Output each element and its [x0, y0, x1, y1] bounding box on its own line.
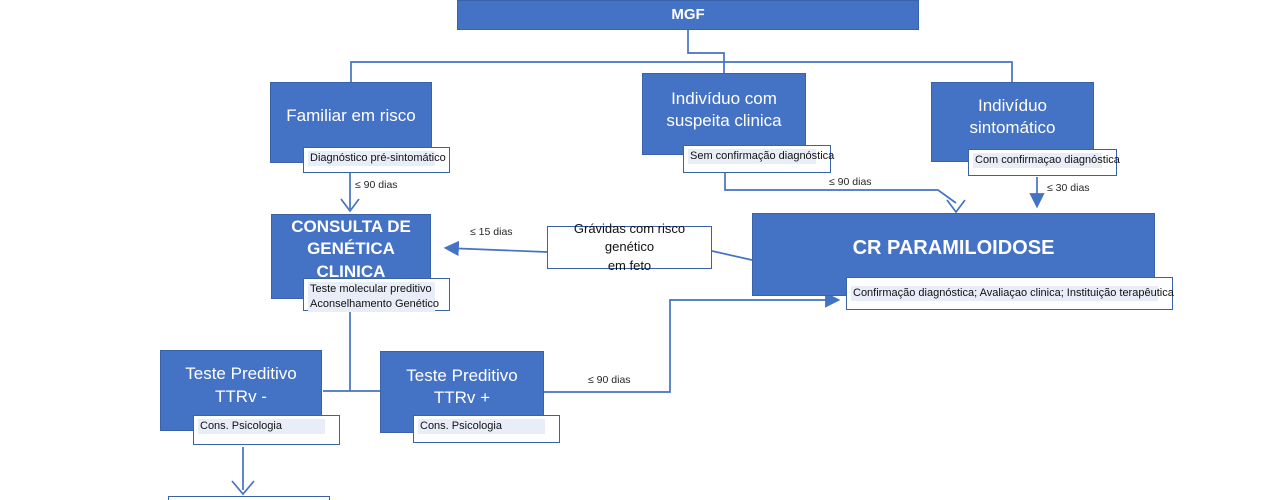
- edge-mgf-stem: [687, 30, 725, 73]
- note-suspeita-text: Sem confirmação diagnóstica: [688, 149, 835, 164]
- note-teste-molecular-aconselhamento: Teste molecular preditivo Aconselhamento…: [303, 278, 450, 312]
- node-consulta-label-line1: CONSULTA DE: [291, 216, 411, 236]
- node-sintomatico-label-line2: sintomático: [969, 118, 1056, 137]
- arrowhead-open-cr: [946, 199, 966, 214]
- note-familiar-text: Diagnóstico pré-sintomático: [308, 151, 446, 166]
- node-ttrvneg-label-line1: Teste Preditivo: [185, 364, 297, 384]
- note-ttrvpos-text: Cons. Psicologia: [418, 419, 545, 434]
- note-sintomatico-text: Com confirmaçao diagnóstica: [973, 153, 1120, 168]
- note-cons-psicologia-positivo: Cons. Psicologia: [413, 415, 560, 443]
- node-individuo-suspeita-clinica: Indivíduo com suspeita clinica: [642, 73, 806, 155]
- edge-suspeita-cr: [724, 173, 957, 204]
- edge-label-gravidas-15-dias: ≤ 15 dias: [470, 226, 513, 238]
- node-familiar-label: Familiar em risco: [286, 106, 416, 125]
- edge-label-familiar-90-dias: ≤ 90 dias: [355, 179, 398, 191]
- note-consulta-line2: Aconselhamento Genético: [308, 296, 440, 312]
- edge-top-rail: [350, 61, 1013, 82]
- note-cr-text: Confirmação diagnóstica; Avaliaçao clini…: [851, 286, 1174, 301]
- node-gravidas-risco-genetico: Grávidas com risco genético em feto: [547, 221, 712, 273]
- node-gravidas-label-line1: Grávidas com risco genético: [573, 221, 686, 255]
- edge-label-suspeita-90-dias: ≤ 90 dias: [829, 176, 872, 188]
- node-cr-label: CR PARAMILOIDOSE: [852, 237, 1055, 260]
- edge-ttrvpos-cr: [544, 292, 841, 393]
- note-ttrvneg-text: Cons. Psicologia: [198, 419, 325, 434]
- node-ttrvpos-label-line2: TTRv +: [433, 388, 491, 407]
- node-individuo-sintomatico: Indivíduo sintomático: [931, 82, 1094, 162]
- node-ttrvpos-label-line1: Teste Preditivo: [406, 365, 518, 385]
- node-sintomatico-label-line1: Indivíduo: [978, 95, 1047, 115]
- edge-label-ttrvpos-90-dias: ≤ 90 dias: [588, 374, 631, 386]
- note-cons-psicologia-negativo: Cons. Psicologia: [193, 415, 340, 445]
- node-mgf: MGF: [457, 0, 919, 30]
- note-confirmacao-avaliacao-instituicao: Confirmação diagnóstica; Avaliaçao clini…: [846, 277, 1174, 310]
- node-consulta-label-line2: GENÉTICA CLINICA: [307, 239, 395, 281]
- node-mgf-label: MGF: [671, 6, 705, 24]
- note-consulta-line1: Teste molecular preditivo: [308, 282, 435, 297]
- edge-label-sintomatico-30-dias: ≤ 30 dias: [1047, 182, 1090, 194]
- node-ttrvneg-label-line2: TTRv -: [215, 386, 267, 406]
- note-sem-confirmacao-diagnostica: Sem confirmação diagnóstica: [683, 145, 835, 173]
- note-com-confirmacao-diagnostica: Com confirmaçao diagnóstica: [968, 149, 1120, 176]
- arrowhead-open-consulta: [340, 198, 360, 213]
- node-suspeita-label-line2: suspeita clinica: [666, 111, 782, 130]
- arrowhead-open-bottom: [231, 480, 255, 496]
- node-bottom-clipped-box: [168, 496, 330, 500]
- edge-gravidas-consulta: [443, 240, 548, 257]
- edge-gravidas-cr: [711, 250, 753, 261]
- node-gravidas-label-line2: em feto: [607, 257, 652, 273]
- note-diagnostico-pre-sintomatico: Diagnóstico pré-sintomático: [303, 147, 450, 173]
- node-suspeita-label-line1: Indivíduo com: [671, 88, 777, 108]
